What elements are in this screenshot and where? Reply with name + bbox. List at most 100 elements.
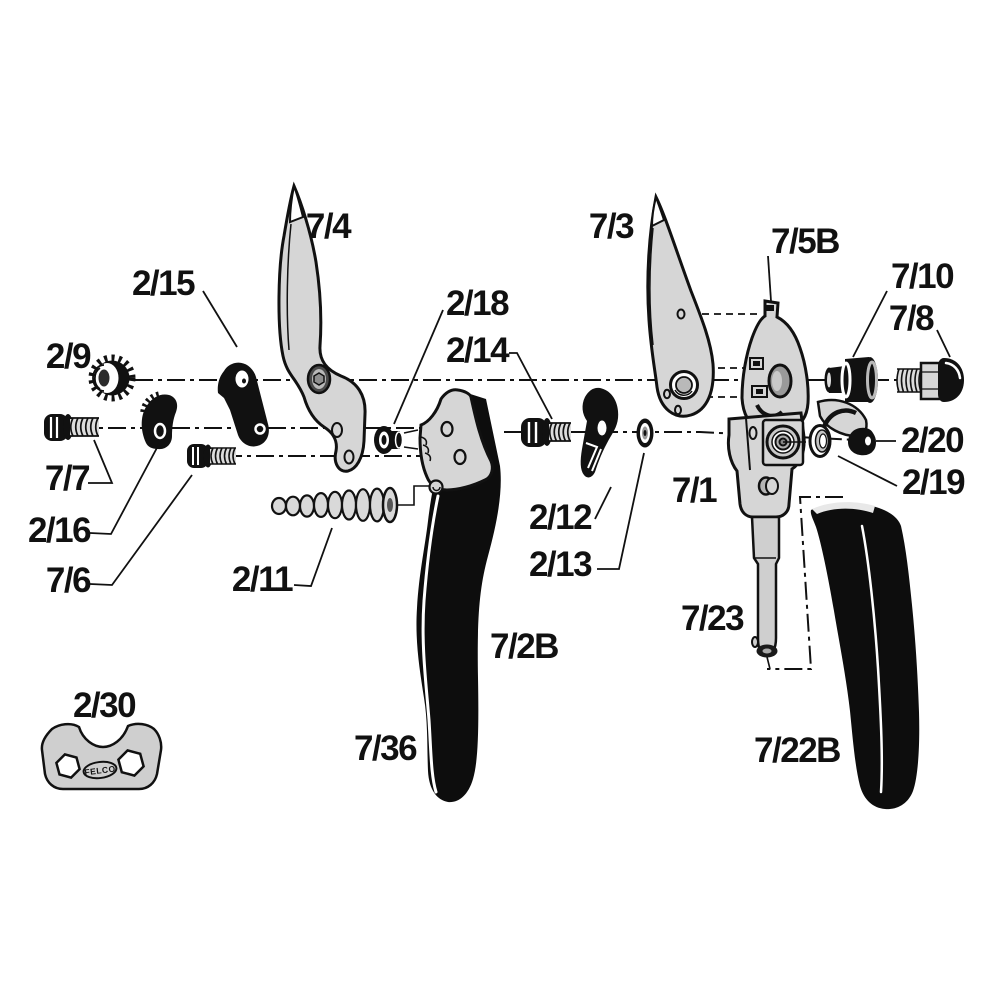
handle-right-highlight — [860, 524, 884, 794]
bolt-threads — [896, 368, 922, 393]
pivot-bolt-part — [896, 358, 964, 402]
part-label-7-5B: 7/5B — [771, 222, 839, 261]
wrench-hex-hole-small — [55, 753, 81, 779]
part-label-7-8: 7/8 — [889, 299, 934, 338]
toothed-cam-hole — [153, 422, 167, 440]
gear-teeth — [88, 354, 136, 402]
part-label-7-6: 7/6 — [46, 561, 91, 600]
screw-head — [521, 418, 547, 447]
spring-anchor-hook — [821, 408, 858, 428]
part-label-7-36: 7/36 — [354, 729, 417, 768]
spring-boss-detail — [432, 486, 441, 492]
part-label-7-2B: 7/2B — [490, 627, 558, 666]
cam-plate-hole-pin — [242, 378, 246, 384]
gear-center-hole — [98, 369, 110, 387]
screw-shank — [210, 449, 236, 464]
blade-hex-socket — [313, 372, 325, 386]
handle-head-serration — [420, 436, 432, 462]
handle-left-body — [416, 392, 501, 803]
gear-nut-part — [88, 354, 136, 402]
spring-coil — [284, 495, 302, 517]
cover-plate-top-slot — [766, 305, 774, 311]
handle-left-assembly — [416, 388, 501, 803]
blade-body — [646, 192, 715, 418]
leader-line-7-8 — [936, 329, 951, 358]
bushing-small-face-ring — [827, 372, 831, 388]
washer-2-13 — [636, 418, 654, 448]
gear-thread-lines — [92, 364, 105, 392]
screw-slot — [192, 447, 199, 465]
cover-plate-hole-inner — [772, 371, 782, 391]
bolt-hex-collar — [919, 361, 942, 401]
spring-coil — [340, 489, 358, 521]
axis-lines — [44, 379, 957, 670]
screw-slot — [49, 417, 59, 438]
brand-logo-oval — [82, 760, 118, 780]
leader-line-2-14 — [509, 352, 553, 420]
part-label-7-4: 7/4 — [306, 207, 352, 246]
blade-bevel-line — [286, 223, 292, 351]
blade-pin-hole-3 — [674, 404, 682, 416]
cam-2-12 — [580, 387, 619, 478]
blade-pin-hole-1 — [676, 308, 686, 320]
toothed-cam-body — [141, 394, 178, 450]
leader-line-7-7 — [88, 439, 114, 484]
part-label-2-30: 2/30 — [73, 686, 136, 725]
spring-coil — [354, 488, 372, 522]
brand-logo: FELCO — [82, 760, 118, 780]
bolt-head-highlight — [944, 361, 962, 380]
spring-coil — [298, 494, 316, 518]
pin-tube-end-center — [762, 648, 772, 654]
leader-line-2-18 — [393, 309, 444, 425]
cone-nut-face-dot — [865, 436, 871, 446]
cam-plate-part — [217, 362, 269, 447]
nut-end — [394, 431, 404, 449]
cover-plate-tab-slot-1 — [753, 361, 760, 366]
washer-hole — [643, 430, 647, 436]
part-label-7-1: 7/1 — [672, 471, 717, 510]
bushing-part — [824, 357, 878, 403]
cam-detail-lines — [585, 442, 602, 472]
toothed-cam-part — [140, 391, 178, 450]
washer-link-line-2 — [403, 446, 419, 450]
part-label-7-22B: 7/22B — [754, 731, 840, 770]
part-label-7-3: 7/3 — [589, 207, 634, 246]
part-label-7-23: 7/23 — [681, 599, 744, 638]
screw-threads — [548, 422, 571, 442]
leader-line-7-10 — [852, 290, 888, 358]
blade-body — [277, 181, 367, 473]
part-label-2-16: 2/16 — [28, 511, 91, 550]
part-label-7-7: 7/7 — [45, 459, 89, 498]
cam-hole — [597, 420, 607, 436]
part-label-2-15: 2/15 — [132, 264, 195, 303]
screw-slot — [527, 422, 538, 443]
washer-link-line-1 — [403, 429, 419, 434]
screw-threads — [69, 417, 99, 437]
wrench-hex-hole-large — [117, 749, 145, 777]
pin-tube-lug — [751, 636, 759, 648]
spring-boss — [428, 479, 444, 495]
wrench-body — [40, 722, 163, 791]
handle-right-top-edge — [812, 502, 875, 514]
leader-line-2-13 — [597, 452, 645, 570]
handle-position-bracket — [767, 496, 843, 670]
leader-line-2-12 — [594, 486, 612, 520]
part-label-2-9: 2/9 — [46, 337, 91, 376]
part-label-2-19: 2/19 — [902, 463, 965, 502]
head-edge-line — [745, 417, 751, 471]
blade-hole-shading — [674, 389, 693, 396]
bolt-hex-facets — [921, 371, 940, 390]
part-label-2-14: 2/14 — [446, 331, 510, 370]
handle-left-highlight — [421, 494, 440, 794]
blade-screw-hole-1 — [331, 422, 343, 438]
screw-threads — [210, 447, 236, 465]
leader-line-2-16 — [89, 443, 160, 535]
handle-head — [418, 388, 494, 492]
spring-coil — [312, 492, 330, 519]
blade-bevel-line — [649, 227, 654, 346]
pin-tail-line — [766, 656, 771, 670]
leader-line-7-5B — [767, 255, 772, 302]
